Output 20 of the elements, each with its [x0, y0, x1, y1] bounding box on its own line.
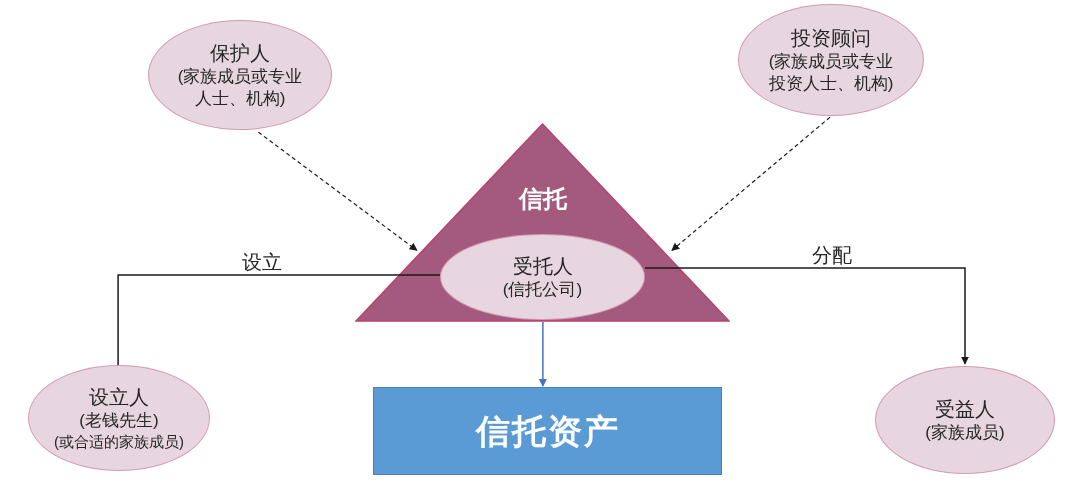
node-subtitle: (信托公司)	[502, 279, 583, 301]
node-title: 保护人	[210, 41, 270, 66]
node-title: 投资顾问	[791, 26, 871, 51]
node-subtitle: (家族成员或专业人士、机构)	[176, 66, 304, 110]
node-subtitle: (家族成员)	[925, 422, 1005, 444]
node-subtitle: (家族成员或专业投资人士、机构)	[767, 51, 895, 95]
asset-box	[373, 387, 722, 475]
arrow	[257, 131, 418, 251]
arrow	[671, 116, 831, 251]
node-title: 信托资产	[475, 410, 620, 452]
arrow	[644, 267, 969, 365]
node-subtitle: (老钱先生)	[79, 410, 159, 432]
arrow	[538, 321, 547, 387]
node-title: 受益人	[935, 397, 995, 422]
node-title: 设立人	[89, 385, 149, 410]
node-title: 受托人	[512, 254, 573, 279]
triangle-shape	[355, 123, 730, 322]
node-subtitle: (或合适的家族成员)	[54, 432, 184, 452]
node-title: 信托	[518, 184, 567, 214]
connector-line	[117, 274, 441, 366]
